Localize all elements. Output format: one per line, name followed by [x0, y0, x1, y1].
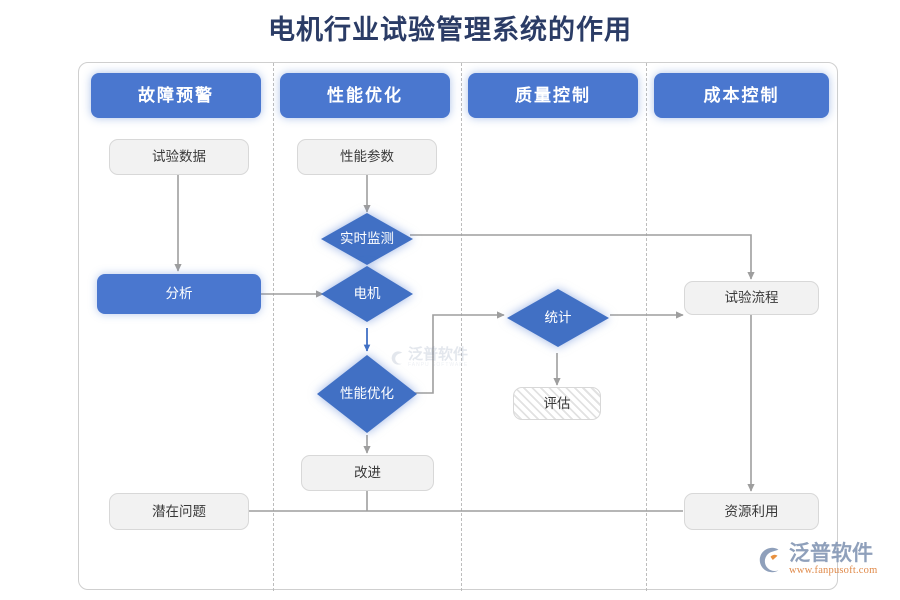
logo-swoosh-icon — [755, 545, 785, 575]
column-header-label: 成本控制 — [703, 85, 780, 105]
diagram-canvas: 故障预警 性能优化 质量控制 成本控制 试验数据 性能参数 分析 试验 — [78, 62, 839, 591]
column-header-performance-optimization[interactable]: 性能优化 — [280, 73, 450, 118]
logo-url: www.fanpusoft.com — [789, 565, 878, 576]
column-header-label: 性能优化 — [327, 85, 403, 105]
node-test-data[interactable]: 试验数据 — [109, 139, 249, 175]
node-label: 潜在问题 — [152, 503, 206, 519]
node-label: 资源利用 — [724, 503, 779, 519]
node-label: 统计 — [544, 310, 572, 326]
node-performance-parameters[interactable]: 性能参数 — [297, 139, 437, 175]
node-statistics[interactable]: 统计 — [507, 289, 609, 347]
column-header-cost-control[interactable]: 成本控制 — [654, 73, 829, 118]
node-label: 评估 — [543, 395, 571, 411]
node-improvement[interactable]: 改进 — [301, 455, 434, 491]
nodes-layer: 故障预警 性能优化 质量控制 成本控制 试验数据 性能参数 分析 试验 — [79, 63, 839, 591]
column-header-label: 故障预警 — [138, 85, 214, 105]
column-header-quality-control[interactable]: 质量控制 — [468, 73, 638, 118]
column-separator-1 — [273, 63, 274, 591]
logo-brand: 泛普软件 — [789, 541, 873, 565]
node-label: 实时监测 — [340, 231, 394, 247]
node-label: 改进 — [354, 465, 381, 481]
node-analysis[interactable]: 分析 — [97, 274, 261, 314]
node-label: 性能优化 — [340, 386, 394, 402]
node-label: 试验数据 — [152, 149, 206, 165]
node-realtime-monitoring[interactable]: 实时监测 — [321, 213, 413, 265]
column-header-fault-warning[interactable]: 故障预警 — [91, 73, 261, 118]
node-label: 电机 — [353, 286, 381, 302]
node-potential-issues[interactable]: 潜在问题 — [109, 493, 249, 530]
fanpu-logo: 泛普软件 www.fanpusoft.com — [755, 543, 877, 577]
node-evaluation[interactable]: 评估 — [513, 387, 601, 420]
node-performance-optimize[interactable]: 性能优化 — [317, 355, 417, 433]
page-title: 电机行业试验管理系统的作用 — [268, 15, 632, 45]
node-label: 试验流程 — [724, 290, 779, 306]
node-test-process[interactable]: 试验流程 — [684, 281, 819, 315]
node-motor[interactable]: 电机 — [321, 266, 413, 322]
column-separator-3 — [646, 63, 647, 591]
column-header-label: 质量控制 — [515, 85, 591, 105]
node-label: 分析 — [165, 286, 193, 302]
node-resource-utilization[interactable]: 资源利用 — [684, 493, 819, 530]
node-label: 性能参数 — [340, 149, 394, 165]
